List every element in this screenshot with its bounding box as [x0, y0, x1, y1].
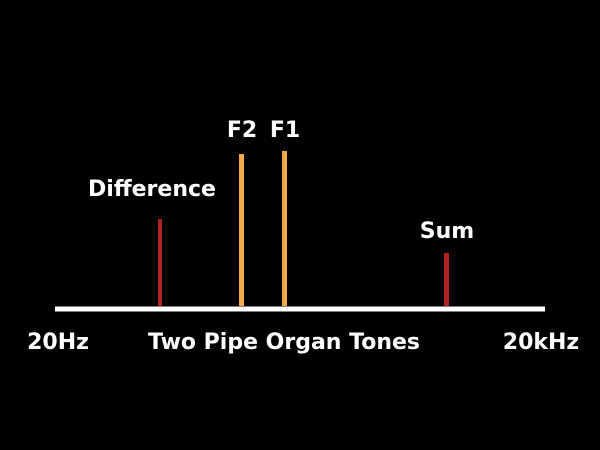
f2-tone-line — [239, 154, 244, 306]
axis-start-label: 20Hz — [27, 330, 89, 355]
f1-tone-line — [282, 151, 287, 306]
diagram-caption: Two Pipe Organ Tones — [148, 330, 420, 355]
sum-tone-line — [444, 253, 449, 306]
difference-tone-line — [158, 219, 162, 306]
difference-label: Difference — [88, 177, 216, 202]
f2-label: F2 — [227, 118, 257, 143]
axis-end-label: 20kHz — [503, 330, 579, 355]
sum-label: Sum — [420, 219, 474, 244]
f1-label: F1 — [270, 118, 300, 143]
